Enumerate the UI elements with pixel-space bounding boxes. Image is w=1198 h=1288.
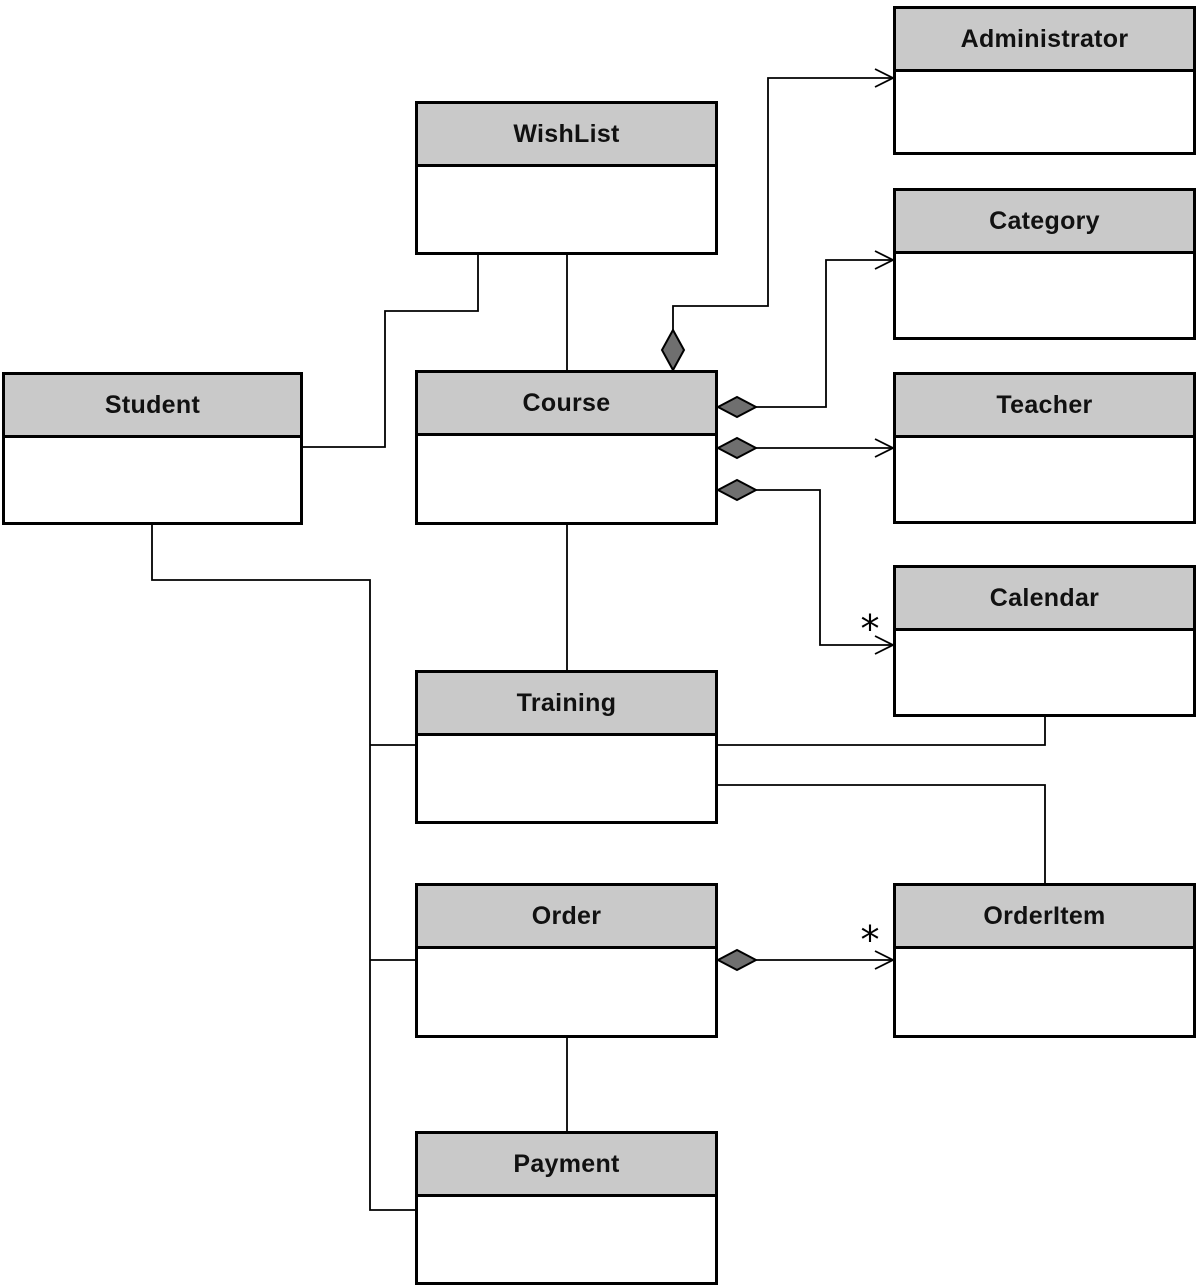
aggregation-diamond-course-teacher bbox=[715, 436, 759, 460]
class-student-header: Student bbox=[5, 375, 300, 438]
class-calendar-title: Calendar bbox=[989, 583, 1100, 612]
class-training-body bbox=[418, 736, 715, 821]
class-wishlist-body bbox=[418, 167, 715, 252]
class-category-body bbox=[896, 254, 1193, 337]
class-payment-body bbox=[418, 1197, 715, 1282]
class-order: Order bbox=[415, 883, 718, 1038]
class-orderitem-title: OrderItem bbox=[983, 901, 1106, 930]
multiplicity-calendar: * bbox=[861, 607, 880, 651]
aggregation-diamond-course-calendar bbox=[715, 478, 759, 502]
class-course-header: Course bbox=[418, 373, 715, 436]
class-order-header: Order bbox=[418, 886, 715, 949]
class-orderitem-header: OrderItem bbox=[896, 886, 1193, 949]
class-teacher-title: Teacher bbox=[996, 390, 1093, 419]
class-calendar-body bbox=[896, 631, 1193, 714]
class-payment-title: Payment bbox=[513, 1149, 620, 1178]
class-wishlist-title: WishList bbox=[513, 119, 620, 148]
aggregation-diamond-course-category bbox=[715, 395, 759, 419]
class-payment-header: Payment bbox=[418, 1134, 715, 1197]
class-administrator: Administrator bbox=[893, 6, 1196, 155]
class-administrator-header: Administrator bbox=[896, 9, 1193, 72]
connector-student-trunk bbox=[151, 525, 415, 1211]
connector-training-calendar bbox=[718, 717, 1046, 746]
class-course-title: Course bbox=[522, 388, 611, 417]
class-calendar-header: Calendar bbox=[896, 568, 1193, 631]
class-calendar: Calendar bbox=[893, 565, 1196, 717]
class-orderitem-body bbox=[896, 949, 1193, 1035]
class-teacher-body bbox=[896, 438, 1193, 521]
class-student: Student bbox=[2, 372, 303, 525]
class-training-header: Training bbox=[418, 673, 715, 736]
class-category: Category bbox=[893, 188, 1196, 340]
class-category-header: Category bbox=[896, 191, 1193, 254]
class-administrator-title: Administrator bbox=[960, 24, 1129, 53]
class-course-body bbox=[418, 436, 715, 522]
class-administrator-body bbox=[896, 72, 1193, 152]
class-order-title: Order bbox=[531, 901, 602, 930]
class-wishlist-header: WishList bbox=[418, 104, 715, 167]
class-course: Course bbox=[415, 370, 718, 525]
class-payment: Payment bbox=[415, 1131, 718, 1285]
class-training-title: Training bbox=[516, 688, 617, 717]
multiplicity-orderitem: * bbox=[861, 918, 880, 962]
class-student-body bbox=[5, 438, 300, 522]
connector-course-category bbox=[756, 259, 891, 408]
class-training: Training bbox=[415, 670, 718, 824]
connector-wishlist-student bbox=[303, 255, 479, 448]
class-orderitem: OrderItem bbox=[893, 883, 1196, 1038]
aggregation-diamond-order-orderitem bbox=[715, 948, 759, 972]
class-student-title: Student bbox=[104, 390, 201, 419]
aggregation-diamond-course-administrator bbox=[660, 327, 686, 373]
class-wishlist: WishList bbox=[415, 101, 718, 255]
class-order-body bbox=[418, 949, 715, 1035]
connector-course-calendar bbox=[756, 489, 891, 646]
connector-course-administrator bbox=[672, 77, 891, 331]
class-teacher: Teacher bbox=[893, 372, 1196, 524]
connector-training-orderitem bbox=[718, 784, 1046, 883]
class-teacher-header: Teacher bbox=[896, 375, 1193, 438]
class-category-title: Category bbox=[989, 206, 1100, 235]
